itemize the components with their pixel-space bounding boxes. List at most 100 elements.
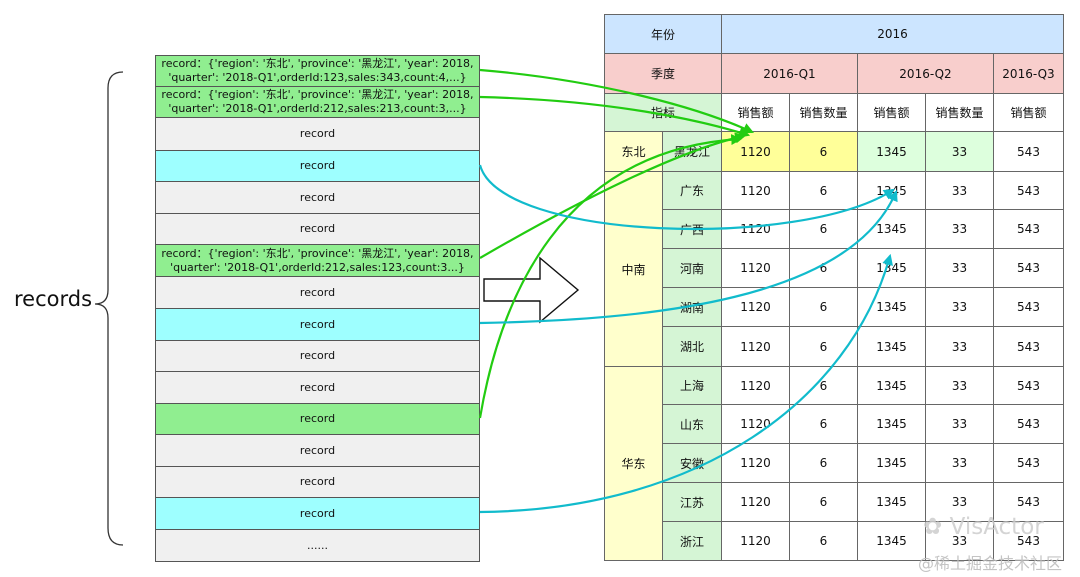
record-row: record [155,340,480,372]
value-cell: 6 [790,522,858,561]
value-cell: 1345 [858,327,926,367]
value-cell: 1345 [858,249,926,288]
record-row: record：{'region': '东北', 'province': '黑龙江… [155,55,480,87]
quarter-header: 季度 [605,54,722,94]
value-cell: 6 [790,132,858,172]
value-cell: 543 [994,172,1064,210]
record-row: record [155,213,480,245]
record-row: record [155,371,480,404]
value-cell: 6 [790,210,858,249]
year-value: 2016 [722,15,1064,54]
value-cell: 6 [790,444,858,483]
record-row: record [155,497,480,530]
value-cell: 33 [926,483,994,522]
quarter-q1: 2016-Q1 [722,54,858,94]
province-cell: 黑龙江 [663,132,722,172]
value-cell: 33 [926,249,994,288]
value-cell: 1120 [722,522,790,561]
value-cell: 33 [926,172,994,210]
value-cell: 33 [926,288,994,327]
curly-brace [94,71,124,546]
watermark-community: @稀土掘金技术社区 [918,554,1063,573]
metric-header-cell: 销售额 [994,94,1064,132]
value-cell: 543 [994,444,1064,483]
value-cell: 1345 [858,444,926,483]
watermark-brand: ✿ VisActor [923,514,1044,540]
record-row: ...... [155,529,480,562]
record-row: record [155,150,480,182]
value-cell: 1120 [722,288,790,327]
value-cell: 1345 [858,522,926,561]
metric-header-cell: 销售额 [858,94,926,132]
province-cell: 河南 [663,249,722,288]
value-cell: 543 [994,483,1064,522]
province-cell: 上海 [663,367,722,405]
value-cell: 543 [994,249,1064,288]
province-cell: 湖北 [663,327,722,367]
value-cell: 543 [994,367,1064,405]
province-cell: 安徽 [663,444,722,483]
value-cell: 543 [994,327,1064,367]
value-cell: 1345 [858,483,926,522]
region-cell: 华东 [605,367,663,561]
value-cell: 33 [926,132,994,172]
records-label: records [14,287,93,311]
province-cell: 江苏 [663,483,722,522]
record-row: record [155,181,480,214]
record-row: record：{'region': '东北', 'province': '黑龙江… [155,244,480,277]
value-cell: 6 [790,327,858,367]
value-cell: 1345 [858,288,926,327]
transform-arrow-icon [483,256,580,324]
value-cell: 6 [790,249,858,288]
value-cell: 6 [790,483,858,522]
value-cell: 1120 [722,444,790,483]
value-cell: 33 [926,327,994,367]
value-cell: 33 [926,522,994,561]
metric-header-cell: 销售额 [722,94,790,132]
value-cell: 33 [926,367,994,405]
wechat-icon: ✿ [923,514,943,540]
value-cell: 1120 [722,249,790,288]
province-cell: 广东 [663,172,722,210]
province-cell: 浙江 [663,522,722,561]
value-cell: 543 [994,405,1064,444]
record-row: record [155,434,480,467]
value-cell: 6 [790,288,858,327]
value-cell: 1345 [858,405,926,444]
record-row: record：{'region': '东北', 'province': '黑龙江… [155,86,480,118]
province-cell: 湖南 [663,288,722,327]
year-header: 年份 [605,15,722,54]
value-cell: 33 [926,405,994,444]
value-cell: 1345 [858,132,926,172]
value-cell: 543 [994,288,1064,327]
quarter-q2: 2016-Q2 [858,54,994,94]
metric-header-cell: 销售数量 [790,94,858,132]
value-cell: 1120 [722,132,790,172]
value-cell: 33 [926,444,994,483]
value-cell: 1120 [722,327,790,367]
value-cell: 6 [790,172,858,210]
record-row: record [155,276,480,309]
province-cell: 广西 [663,210,722,249]
value-cell: 33 [926,210,994,249]
region-cell: 中南 [605,172,663,367]
metric-header-cell: 销售数量 [926,94,994,132]
metric-header: 指标 [605,94,722,132]
region-cell: 东北 [605,132,663,172]
record-row: record [155,403,480,435]
value-cell: 543 [994,522,1064,561]
quarter-q3: 2016-Q3 [994,54,1064,94]
record-row: record [155,308,480,341]
value-cell: 6 [790,405,858,444]
value-cell: 543 [994,210,1064,249]
value-cell: 1345 [858,172,926,210]
value-cell: 1345 [858,367,926,405]
value-cell: 1120 [722,367,790,405]
province-cell: 山东 [663,405,722,444]
record-row: record [155,117,480,151]
value-cell: 1345 [858,210,926,249]
value-cell: 1120 [722,405,790,444]
watermark-brand-text: VisActor [949,514,1044,540]
value-cell: 6 [790,367,858,405]
